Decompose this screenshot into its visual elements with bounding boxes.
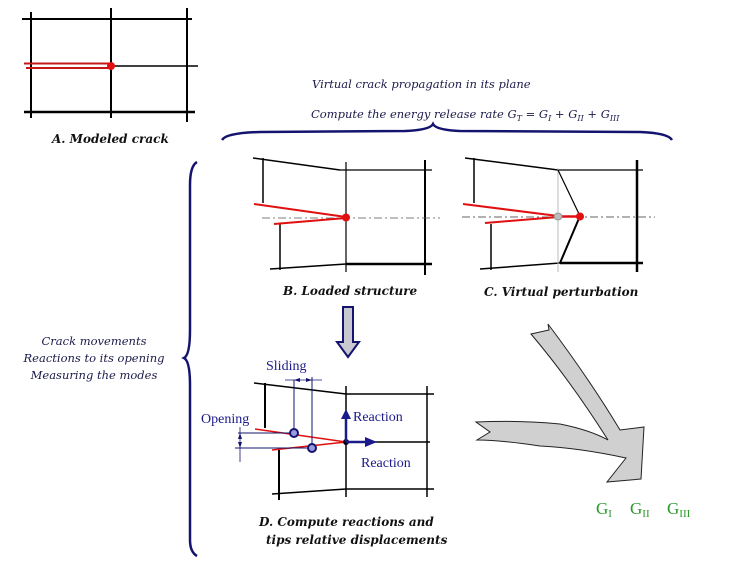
panel-d-compute-reactions: Sliding Opening Reaction Reaction D. Com… [201, 359, 448, 547]
mesh-edge [269, 263, 347, 270]
vertical-reaction-arrowhead [341, 409, 351, 419]
perturbed-tip-node [576, 212, 584, 221]
top-brace [220, 121, 674, 141]
sliding-arrowheads [294, 378, 312, 382]
crack-face-upper [254, 428, 347, 443]
mesh-edge [271, 488, 347, 495]
mesh-edge [253, 382, 347, 395]
crack-tip-node [342, 213, 350, 222]
upper-crack-node [289, 428, 299, 438]
horizontal-reaction-arrowhead [365, 437, 377, 447]
perturbed-mesh-edge [557, 169, 581, 217]
panel-a-caption: A. Modeled crack [51, 132, 169, 146]
mesh-edge [479, 262, 561, 270]
panel-c-caption: C. Virtual perturbation [484, 285, 638, 299]
mesh-edge [464, 157, 559, 171]
perturbed-mesh-edge [559, 215, 581, 264]
crack-face-upper [462, 203, 559, 217]
left-note: Crack movements Reactions to its opening… [23, 160, 198, 558]
crack-face-upper [253, 203, 347, 218]
panel-b-caption: B. Loaded structure [282, 284, 418, 298]
left-note-line2: Reactions to its opening [23, 351, 165, 365]
result-g-ii: GII [630, 499, 650, 520]
result-modes: GI GII GIII [596, 499, 691, 520]
panel-c-virtual-perturbation: C. Virtual perturbation [462, 157, 655, 299]
crack-tip-node [107, 62, 115, 70]
top-note-line2: Compute the energy release rate GT = GI … [311, 107, 620, 123]
crack-face-lower [273, 217, 347, 225]
original-tip-node [553, 212, 563, 221]
down-arrow [335, 306, 361, 359]
crack-face-lower [484, 216, 559, 224]
panel-a-modeled-crack: A. Modeled crack [22, 8, 198, 146]
left-note-line3: Measuring the modes [30, 368, 158, 382]
top-note-line1: Virtual crack propagation in its plane [312, 77, 531, 91]
result-g-i: GI [596, 499, 612, 520]
top-note: Virtual crack propagation in its plane C… [220, 77, 674, 141]
merge-arrow-icon [474, 323, 645, 483]
lower-crack-node [307, 443, 317, 453]
panel-d-caption-line2: tips relative displacements [266, 533, 448, 547]
merge-arrow [474, 323, 645, 483]
down-arrow-icon [335, 306, 361, 359]
left-brace [181, 160, 198, 558]
mesh-edge [252, 157, 341, 171]
left-note-line1: Crack movements [42, 334, 147, 348]
panel-d-caption-line1: D. Compute reactions and [258, 515, 434, 529]
result-g-iii: GIII [667, 499, 691, 520]
opening-label: Opening [201, 412, 249, 427]
vertical-reaction-label: Reaction [353, 410, 403, 425]
horizontal-reaction-label: Reaction [361, 456, 411, 471]
sliding-label: Sliding [266, 359, 306, 374]
panel-b-loaded-structure: B. Loaded structure [252, 157, 440, 298]
opening-arrowheads [238, 433, 242, 448]
